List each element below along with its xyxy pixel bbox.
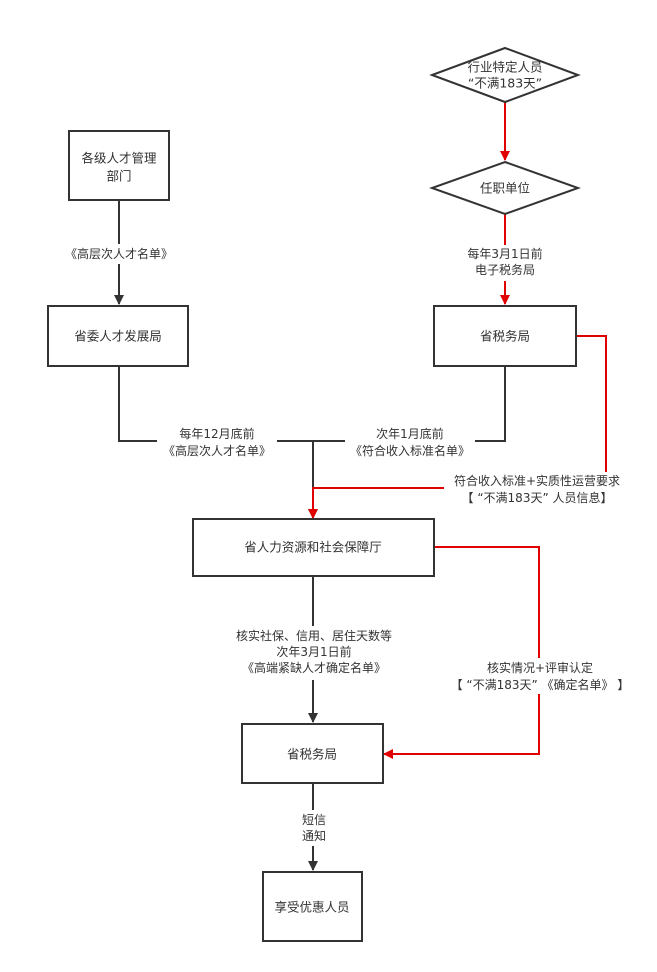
label-hr-to-tax-red: 核实情况+评审认定 【 “不满183天” 《确定名单》 】 xyxy=(446,658,634,694)
label-line: 《高层次人才名单》 xyxy=(163,443,271,458)
node-label: “不满183天” xyxy=(468,76,542,91)
label-dept-to-bureau: 《高层次人才名单》 xyxy=(60,244,180,264)
label-hr-to-tax: 核实社保、信用、居住天数等 次年3月1日前 《高端紧缺人才确定名单》 xyxy=(228,626,400,680)
label-line: 符合收入标准+实质性运营要求 xyxy=(454,473,620,488)
node-talent-bureau[interactable]: 省委人才发展局 xyxy=(47,305,189,367)
node-tax-bureau-top[interactable]: 省税务局 xyxy=(433,305,577,367)
node-talent-dept[interactable]: 各级人才管理 部门 xyxy=(68,130,170,201)
label-line: 次年3月1日前 xyxy=(276,644,351,659)
label-line: 通知 xyxy=(302,829,326,843)
label-line: 《符合收入标准名单》 xyxy=(350,443,470,458)
label-tax-to-hr: 次年1月底前 《符合收入标准名单》 xyxy=(345,424,475,462)
label-line: 【 “不满183天” 《确定名单》 】 xyxy=(451,677,630,692)
node-label: 享受优惠人员 xyxy=(274,900,349,915)
node-hr-dept[interactable]: 省人力资源和社会保障厅 xyxy=(192,518,435,577)
node-tax-bureau-bottom[interactable]: 省税务局 xyxy=(241,723,384,784)
edge-hr-to-tax-red xyxy=(383,546,540,759)
label-tax-to-hr-red: 符合收入标准+实质性运营要求 【 “不满183天” 人员信息】 xyxy=(444,472,630,508)
node-label: 各级人才管理 xyxy=(81,151,157,166)
node-label: 省税务局 xyxy=(480,329,530,344)
node-label: 行业特定人员 xyxy=(467,60,542,75)
node-employer[interactable]: 任职单位 xyxy=(429,160,581,216)
label-line: 每年3月1日前 xyxy=(467,246,542,261)
label-line: 电子税务局 xyxy=(475,262,535,277)
label-line: 【 “不满183天” 人员信息】 xyxy=(462,490,613,505)
label-line: 核实社保、信用、居住天数等 xyxy=(236,628,392,643)
label-line: 《高端紧缺人才确定名单》 xyxy=(242,660,386,675)
label-line: 《高层次人才名单》 xyxy=(65,246,173,261)
node-label: 省税务局 xyxy=(287,747,337,762)
node-special-personnel[interactable]: 行业特定人员 “不满183天” xyxy=(429,46,581,104)
node-label: 省人力资源和社会保障厅 xyxy=(244,540,382,555)
label-bureau-to-hr: 每年12月底前 《高层次人才名单》 xyxy=(157,424,277,462)
label-line: 核实情况+评审认定 xyxy=(487,660,593,675)
label-line: 短信 xyxy=(302,813,326,827)
node-label: 部门 xyxy=(106,169,131,184)
label-employer-to-tax: 每年3月1日前 电子税务局 xyxy=(462,245,550,281)
node-label: 省委人才发展局 xyxy=(74,329,162,344)
node-label: 任职单位 xyxy=(480,181,530,196)
label-line: 次年1月底前 xyxy=(376,426,444,441)
label-line: 每年12月底前 xyxy=(179,426,254,441)
node-beneficiaries[interactable]: 享受优惠人员 xyxy=(262,871,363,942)
label-tax-to-beneficiaries: 短信 通知 xyxy=(296,810,332,846)
